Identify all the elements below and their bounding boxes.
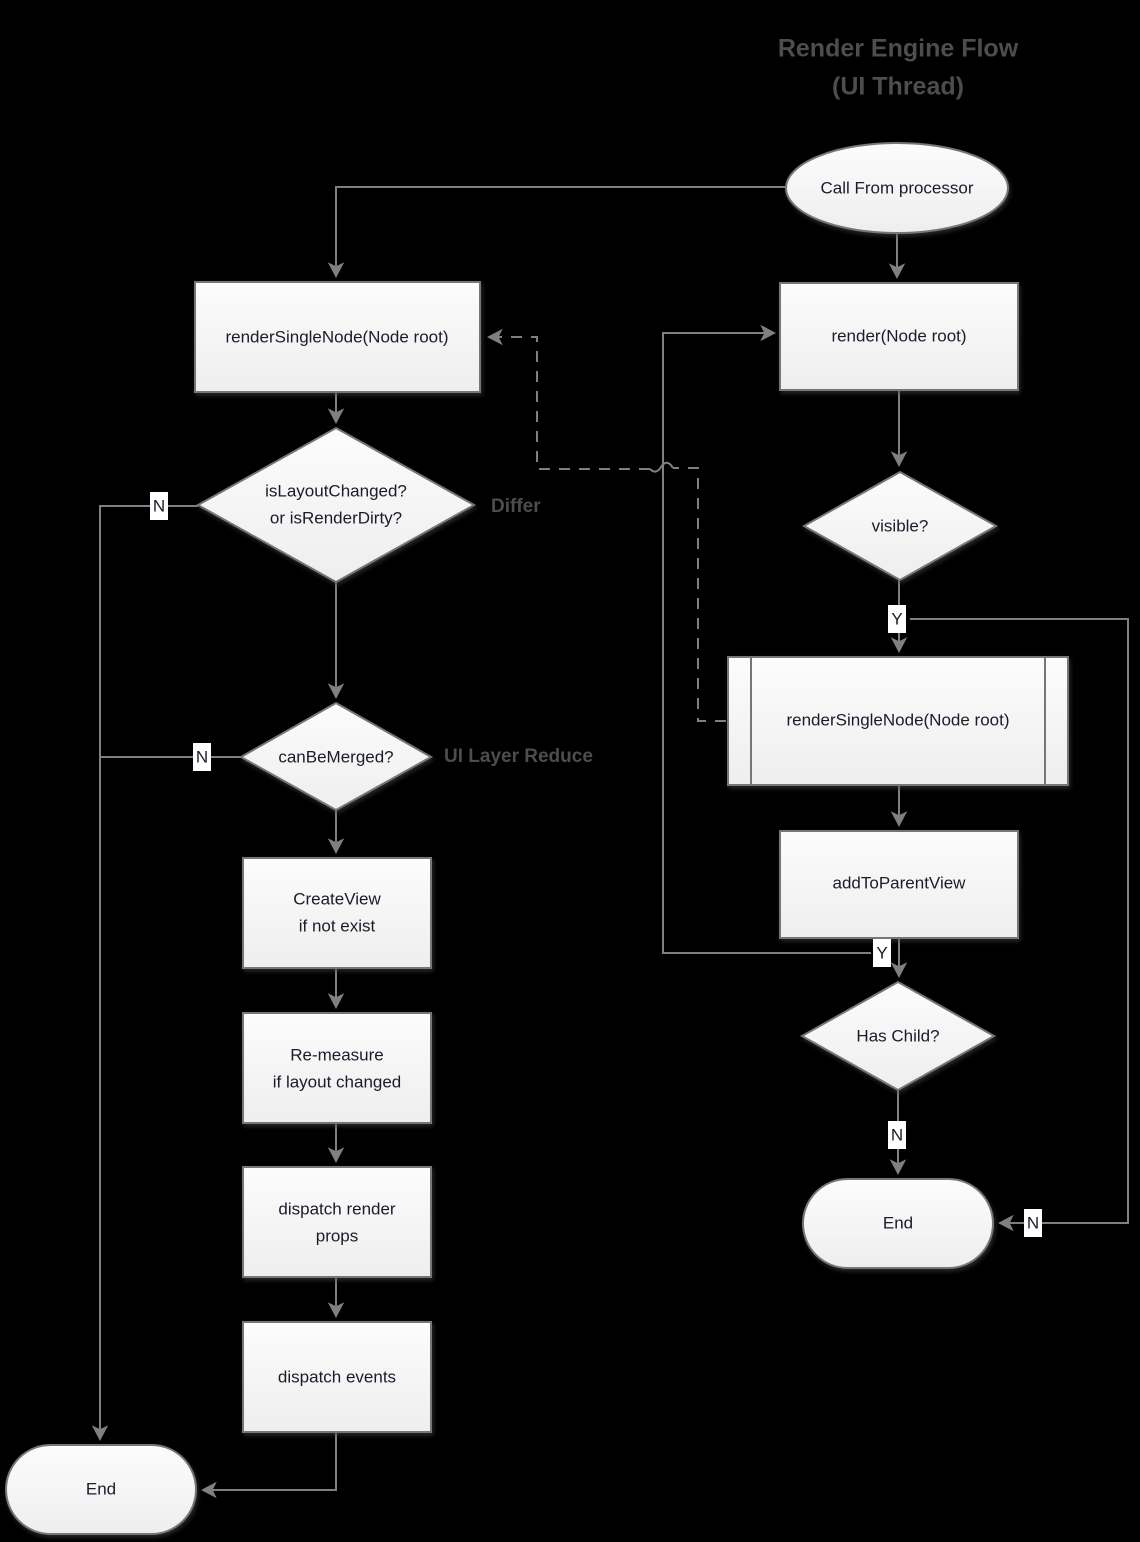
render-node-root-shape[interactable] [779,282,1019,391]
is-layout-changed-shape[interactable] [195,426,477,584]
edge-label-chip [873,939,891,967]
render-single-node-left-shape[interactable] [194,281,481,393]
node-has-child[interactable]: Has Child? [799,980,997,1092]
can-be-merged-shape[interactable] [238,701,434,812]
edge-label-chip [888,605,906,633]
re-measure-shape[interactable] [242,1012,432,1124]
dispatch-render-props-label-line-2: props [316,1226,359,1245]
node-end-left[interactable]: End [5,1444,197,1535]
has-child-label: Has Child? [856,1026,939,1045]
edge-label-visible-yes: Y [888,605,906,633]
edge-label-visible-no: N [1024,1209,1042,1237]
node-render-node-root[interactable]: render(Node root) [779,282,1019,391]
dispatch-render-props-shape[interactable] [242,1166,432,1278]
node-visible[interactable]: visible? [801,470,999,582]
node-re-measure[interactable]: Re-measure if layout changed [242,1012,432,1124]
edge-label-text: N [196,747,208,766]
edge-differ-line-jump [649,461,674,473]
title-line-1: Render Engine Flow [778,35,1019,63]
edge-label-has-child-no: N [888,1121,906,1149]
edge-is-layout-changed-no-to-end [91,505,198,1441]
edge-label-text: Y [891,609,902,628]
dispatch-events-shape[interactable] [242,1321,432,1433]
create-view-label-line-1: CreateView [293,889,381,908]
node-create-view[interactable]: CreateView if not exist [242,857,432,969]
edge-label-is-layout-changed-no: N [150,492,168,520]
edge-dispatch-events-to-end [201,1432,337,1499]
has-child-shape[interactable] [799,980,997,1092]
annotation-ui-layer-reduce: UI Layer Reduce [444,746,593,767]
node-is-layout-changed[interactable]: isLayoutChanged? or isRenderDirty? [195,426,477,584]
node-call-from-processor[interactable]: Call From processor [785,142,1009,234]
end-left-shape[interactable] [5,1444,197,1535]
dispatch-render-props-label-line-1: dispatch render [278,1199,396,1218]
add-to-parent-view-label: addToParentView [833,873,967,892]
is-layout-changed-label-line-1: isLayoutChanged? [265,481,407,500]
node-render-single-node-left[interactable]: renderSingleNode(Node root) [194,281,481,393]
annotation-differ: Differ [491,496,541,517]
edge-label-text: N [153,496,165,515]
create-view-shape[interactable] [242,857,432,969]
is-layout-changed-label-line-2: or isRenderDirty? [270,508,402,527]
render-single-node-sub-label: renderSingleNode(Node root) [786,710,1009,729]
end-right-label: End [883,1213,913,1232]
edge-label-text: N [891,1125,903,1144]
edge-label-text: N [1027,1213,1039,1232]
re-measure-label-line-2: if layout changed [273,1072,402,1091]
re-measure-label-line-1: Re-measure [290,1045,384,1064]
title-line-2: (UI Thread) [832,73,964,101]
render-node-root-label: render(Node root) [831,326,966,345]
dispatch-events-label: dispatch events [278,1367,396,1386]
end-left-label: End [86,1479,116,1498]
render-single-node-left-label: renderSingleNode(Node root) [225,327,448,346]
edge-label-can-be-merged-no: N [193,743,211,771]
node-dispatch-events[interactable]: dispatch events [242,1321,432,1433]
node-end-right[interactable]: End [802,1178,994,1269]
call-from-processor-label: Call From processor [820,178,973,197]
visible-label: visible? [872,516,929,535]
add-to-parent-view-shape[interactable] [779,830,1019,939]
edge-label-chip [150,492,168,520]
edge-label-chip [193,743,211,771]
create-view-label-line-2: if not exist [299,916,376,935]
edge-differ-dashed-segment-b [487,328,650,470]
edge-label-chip [1024,1209,1042,1237]
node-render-single-node-subroutine[interactable]: renderSingleNode(Node root) [727,656,1069,786]
node-add-to-parent-view[interactable]: addToParentView [779,830,1019,939]
edge-has-child-yes-to-render [662,324,871,954]
edge-label-add-to-parent-view-yes: Y [873,939,891,967]
diagram-title: Render Engine Flow (UI Thread) [778,35,1019,101]
can-be-merged-label: canBeMerged? [278,747,393,766]
end-right-shape[interactable] [802,1178,994,1269]
call-from-processor-shape[interactable] [785,142,1009,234]
connectors [91,186,1129,1499]
node-dispatch-render-props[interactable]: dispatch render props [242,1166,432,1278]
edge-call-processor-to-render-single-node [327,186,786,278]
visible-shape[interactable] [801,470,999,582]
node-can-be-merged[interactable]: canBeMerged? [238,701,434,812]
edge-differ-dashed-segment-a [673,467,726,722]
edge-label-chip [888,1121,906,1149]
edge-label-text: Y [876,943,887,962]
render-single-node-sub-shape[interactable] [727,656,1069,786]
edge-visible-no-to-end [910,618,1129,1232]
